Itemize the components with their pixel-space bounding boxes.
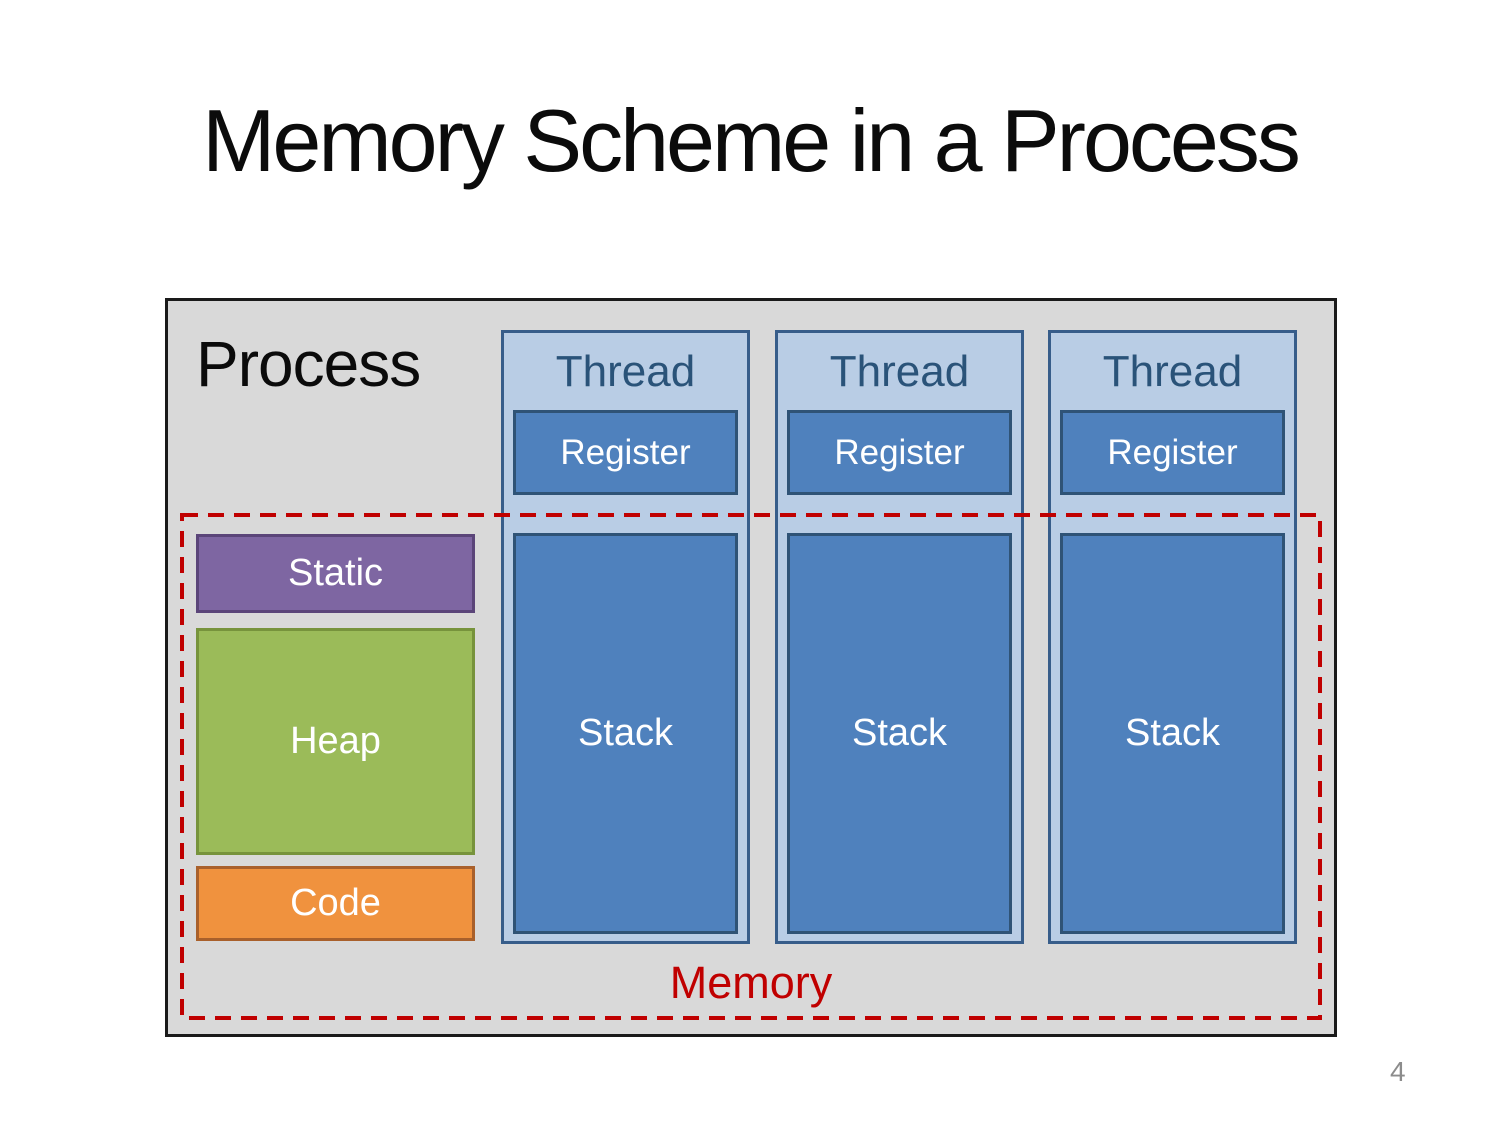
register-box: Register — [787, 410, 1012, 495]
thread-label: Thread — [1102, 347, 1243, 396]
static-label: Static — [287, 552, 384, 594]
stack-box: Stack — [513, 533, 738, 934]
page-number: 4 — [1390, 1056, 1406, 1087]
stack-box: Stack — [1060, 533, 1285, 934]
thread-column-1: Thread Register Stack — [501, 330, 750, 944]
stack-box: Stack — [787, 533, 1012, 934]
heap-block: Heap — [196, 628, 475, 855]
thread-column-3: Thread Register Stack — [1048, 330, 1297, 944]
memory-region-label: Memory — [669, 957, 833, 1008]
register-box: Register — [513, 410, 738, 495]
register-box: Register — [1060, 410, 1285, 495]
slide-title: Memory Scheme in a Process — [202, 91, 1301, 190]
process-box: Process Static Heap Code Thread Register… — [165, 298, 1337, 1037]
thread-label: Thread — [829, 347, 970, 396]
static-block: Static — [196, 534, 475, 613]
thread-label: Thread — [555, 347, 696, 396]
process-label: Process — [196, 328, 421, 400]
register-label: Register — [834, 432, 965, 472]
code-label: Code — [290, 882, 381, 924]
thread-column-2: Thread Register Stack — [775, 330, 1024, 944]
register-label: Register — [1107, 432, 1238, 472]
heap-label: Heap — [290, 720, 381, 762]
stack-label: Stack — [1124, 712, 1221, 754]
register-label: Register — [560, 432, 691, 472]
code-block: Code — [196, 866, 475, 941]
stack-label: Stack — [577, 712, 674, 754]
stack-label: Stack — [851, 712, 948, 754]
